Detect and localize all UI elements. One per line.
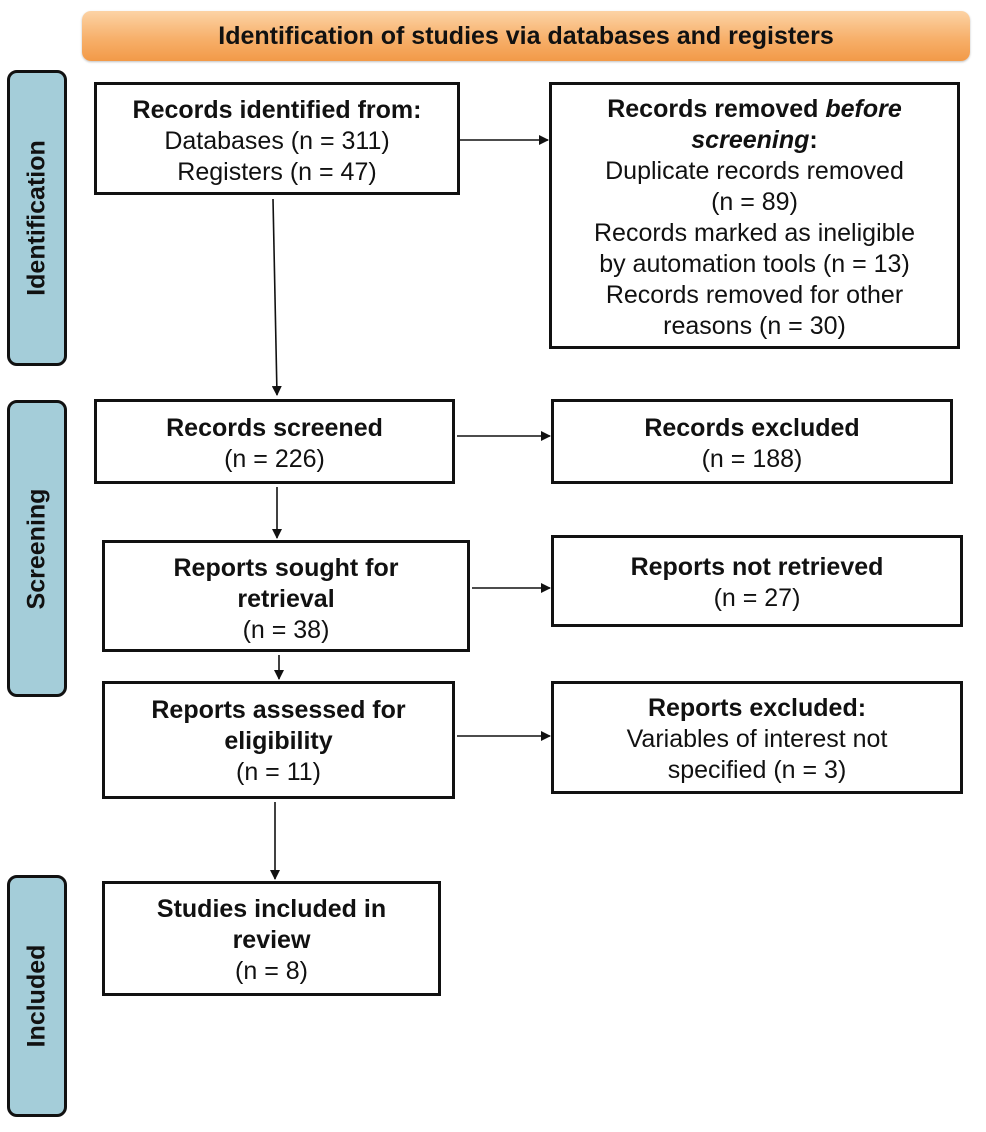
studies-included-box: Studies included in review (n = 8) — [102, 881, 441, 996]
studies-included-title1: Studies included in — [156, 895, 387, 923]
header-banner: Identification of studies via databases … — [82, 11, 970, 61]
records-identified-registers: Registers (n = 47) — [177, 158, 377, 186]
records-screened-count: (n = 226) — [224, 445, 325, 473]
reports-excluded-title: Reports excluded: — [647, 694, 867, 722]
studies-included-count: (n = 8) — [235, 957, 308, 985]
reports-sought-box: Reports sought for retrieval (n = 38) — [102, 540, 470, 652]
records-excluded-box: Records excluded (n = 188) — [551, 399, 953, 484]
records-removed-title-a: Records removed — [607, 95, 826, 123]
phase-included: Included — [7, 875, 67, 1117]
records-removed-title-c: : — [809, 126, 818, 154]
records-removed-title: Records removed before screening: — [552, 94, 957, 156]
reports-assessed-count: (n = 11) — [236, 758, 321, 786]
records-excluded-count: (n = 188) — [701, 445, 803, 473]
records-identified-box: Records identified from: Databases (n = … — [94, 82, 460, 195]
records-removed-line5: Records removed for other — [605, 281, 904, 309]
reports-excluded-line1: Variables of interest not — [626, 725, 888, 753]
phase-screening: Screening — [7, 400, 67, 697]
reports-not-retrieved-count: (n = 27) — [713, 584, 801, 612]
arrow-identified-to-screened — [271, 198, 282, 396]
records-removed-title-b: before screening — [691, 95, 902, 154]
reports-assessed-box: Reports assessed for eligibility (n = 11… — [102, 681, 455, 799]
records-removed-line6: reasons (n = 30) — [663, 312, 846, 340]
records-removed-line1: Duplicate records removed — [605, 157, 904, 185]
records-screened-title: Records screened — [166, 414, 383, 442]
records-screened-box: Records screened (n = 226) — [94, 399, 455, 484]
records-identified-title: Records identified from: — [132, 96, 422, 124]
records-removed-line4: by automation tools (n = 13) — [599, 250, 910, 278]
reports-not-retrieved-box: Reports not retrieved (n = 27) — [551, 535, 963, 627]
reports-sought-title1: Reports sought for — [173, 554, 399, 582]
records-removed-box: Records removed before screening: Duplic… — [549, 82, 960, 349]
header-title: Identification of studies via databases … — [218, 21, 834, 50]
reports-sought-count: (n = 38) — [242, 616, 330, 644]
phase-identification: Identification — [7, 70, 67, 366]
reports-assessed-title2: eligibility — [224, 727, 333, 755]
records-identified-databases: Databases (n = 311) — [164, 127, 390, 155]
records-removed-line3: Records marked as ineligible — [594, 219, 915, 247]
records-removed-line2: (n = 89) — [711, 188, 798, 216]
records-excluded-title: Records excluded — [644, 414, 860, 442]
studies-included-title2: review — [232, 926, 311, 954]
reports-assessed-title1: Reports assessed for — [151, 696, 406, 724]
reports-sought-title2: retrieval — [237, 585, 335, 613]
reports-excluded-box: Reports excluded: Variables of interest … — [551, 681, 963, 794]
reports-excluded-line2: specified (n = 3) — [667, 756, 847, 784]
reports-not-retrieved-title: Reports not retrieved — [630, 553, 884, 581]
